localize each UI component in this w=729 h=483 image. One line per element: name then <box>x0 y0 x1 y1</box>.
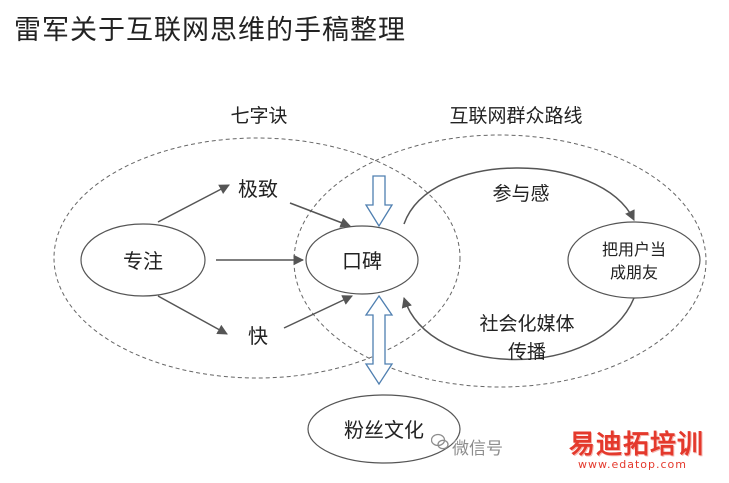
group-seven-words-label: 七字诀 <box>230 105 287 127</box>
node-reputation-label: 口碑 <box>342 249 382 273</box>
group-mass-line-label: 互联网群众路线 <box>449 105 582 127</box>
node-friends-label-line2: 成朋友 <box>610 263 658 282</box>
node-fan-culture-ellipse <box>307 394 461 464</box>
node-friends-label-line1: 把用户当 <box>602 240 666 259</box>
group-seven-words-ellipse <box>53 137 461 379</box>
arrow-focus-to-extreme <box>157 184 230 223</box>
node-friends-ellipse <box>567 221 701 299</box>
watermark-url: www.edatop.com <box>578 458 687 471</box>
arrow-fast-to-reputation <box>283 295 353 329</box>
node-reputation-ellipse <box>305 225 419 295</box>
watermark-wechat-text: 微信号 <box>452 439 503 459</box>
edge-social-media-label-line1: 社会化媒体 <box>479 313 574 335</box>
edge-social-media-label-line2: 传播 <box>508 341 546 363</box>
block-arrow-down-to-reputation <box>364 175 394 228</box>
wechat-icon <box>430 433 449 451</box>
page-title: 雷军关于互联网思维的手稿整理 <box>14 15 406 46</box>
arrow-extreme-to-reputation <box>289 202 351 228</box>
node-fast-label: 快 <box>248 324 268 348</box>
arrow-participation-curve <box>403 167 635 225</box>
arrow-focus-to-fast <box>157 295 228 335</box>
node-extreme-label: 极致 <box>238 177 278 201</box>
edge-participation-label: 参与感 <box>492 183 549 205</box>
arrow-social-media-curve <box>401 296 635 361</box>
node-fan-culture-label: 粉丝文化 <box>344 418 424 442</box>
block-arrow-bidirectional-fan-culture <box>364 294 394 386</box>
node-focus-ellipse <box>80 223 206 297</box>
watermark-brand-logo: 易迪拓培训 <box>569 430 705 460</box>
node-focus-label: 专注 <box>123 249 163 273</box>
